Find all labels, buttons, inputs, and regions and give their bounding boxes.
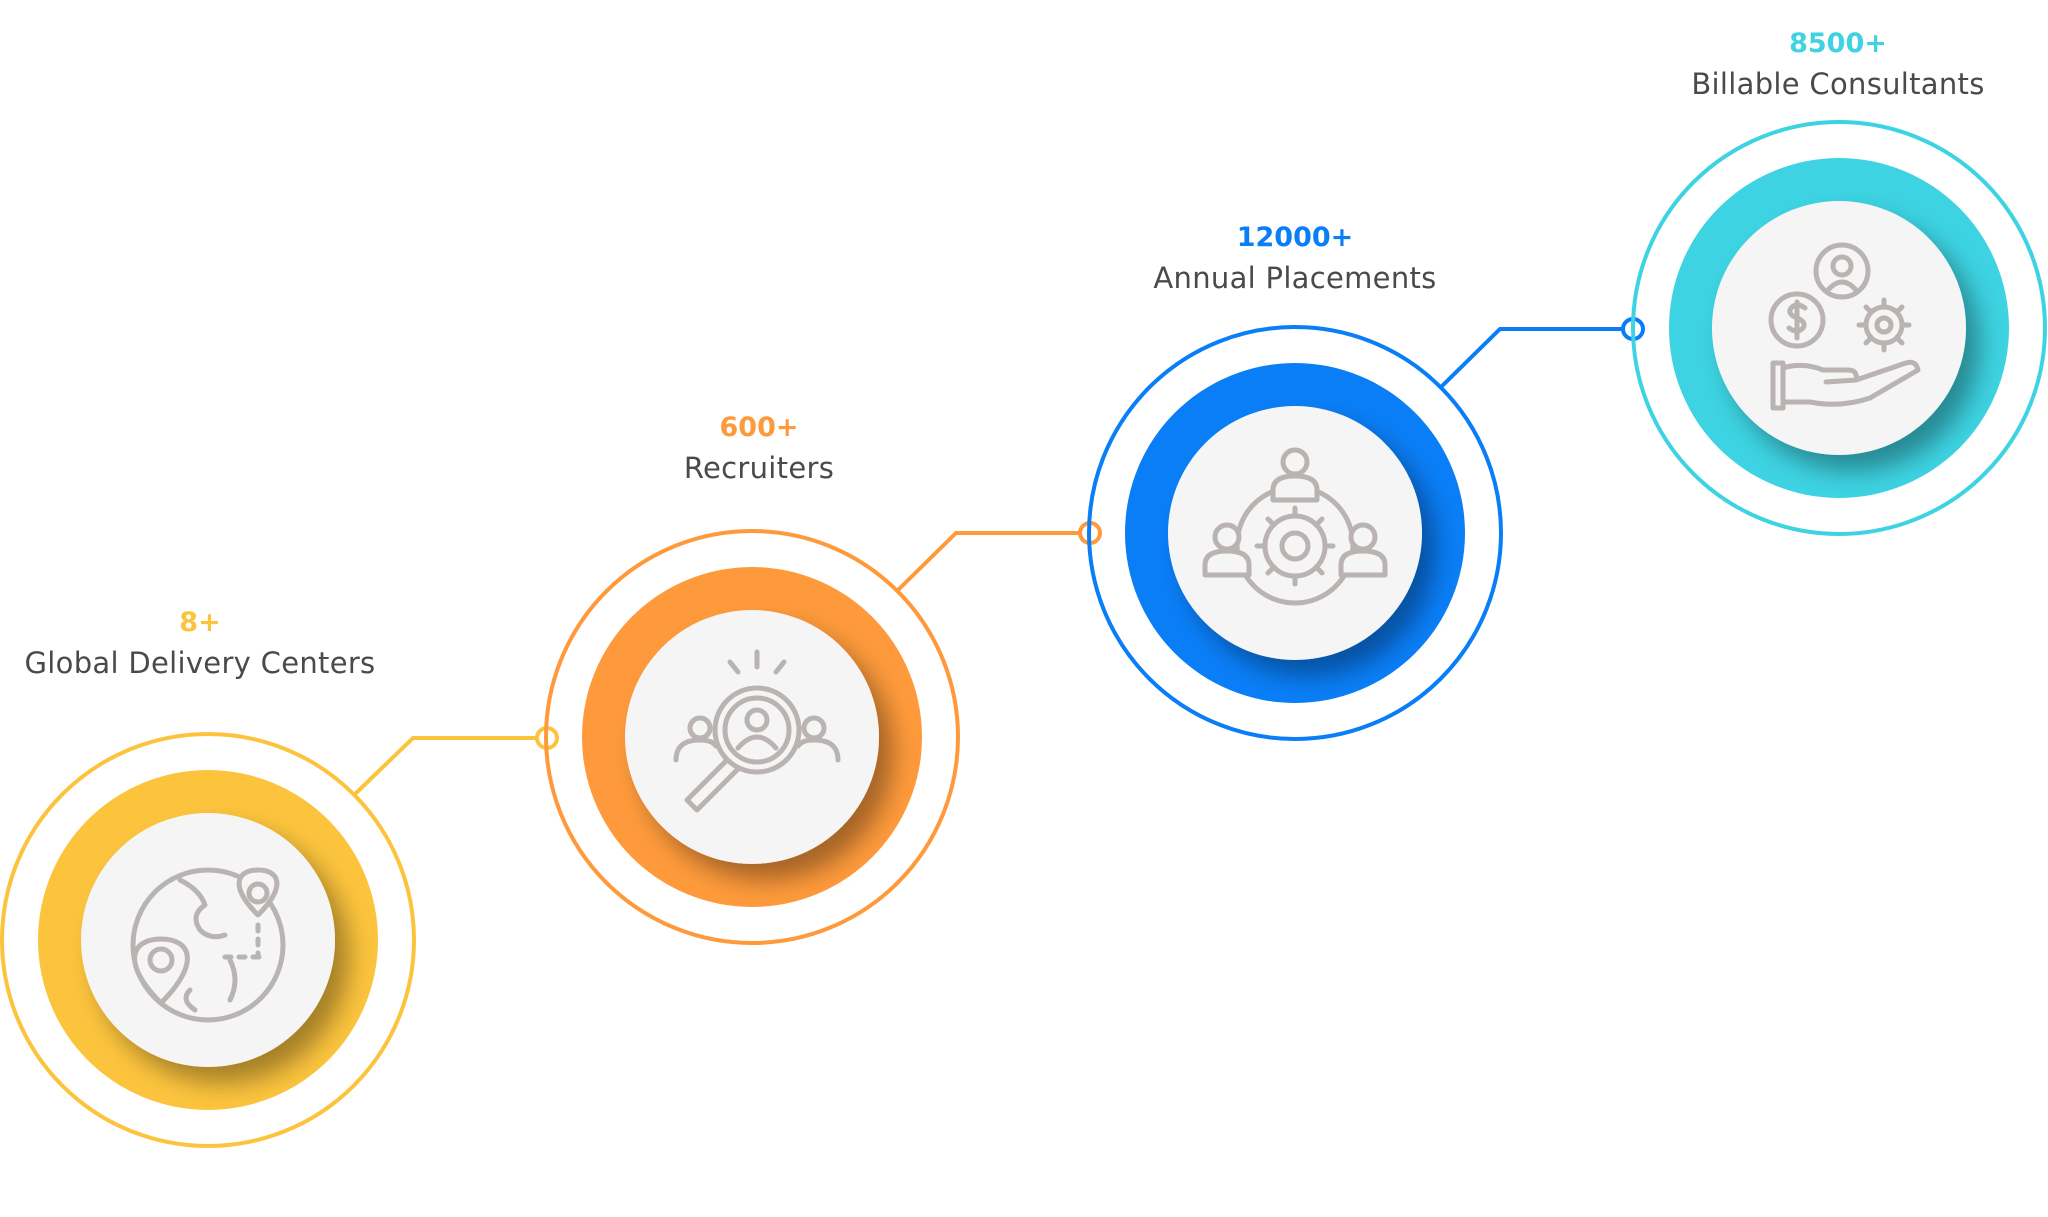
- inner-disc: [1712, 201, 1966, 455]
- outer-ring: [544, 529, 960, 945]
- stat-caption: Billable Consultants: [1691, 67, 1985, 101]
- stat-caption: Global Delivery Centers: [24, 646, 376, 680]
- stat-label-consultants: 8500+ Billable Consultants: [1691, 26, 1984, 106]
- stat-label-placements: 12000+ Annual Placements: [1153, 220, 1436, 300]
- stat-caption: Recruiters: [683, 451, 835, 485]
- stat-value: 8+: [179, 607, 221, 638]
- globe-location-icon: [130, 867, 286, 1023]
- outer-ring: [1631, 120, 2047, 536]
- stat-value: 600+: [719, 412, 799, 443]
- stat-value: 8500+: [1789, 28, 1887, 59]
- stat-node-global-delivery: [0, 732, 416, 1148]
- stat-label-recruiters: 600+ Recruiters: [684, 410, 834, 490]
- outer-ring: [0, 732, 416, 1148]
- team-gear-icon: [1202, 447, 1388, 606]
- inner-disc: [81, 813, 335, 1067]
- hand-money-gear-icon: [1768, 242, 1921, 411]
- stat-node-placements: [1087, 325, 1503, 741]
- stat-caption: Annual Placements: [1153, 261, 1437, 295]
- outer-ring: [1087, 325, 1503, 741]
- stat-value: 12000+: [1236, 222, 1354, 253]
- stat-node-consultants: [1631, 120, 2047, 536]
- connector-2: [894, 521, 1102, 594]
- stat-label-global-delivery: 8+ Global Delivery Centers: [25, 605, 376, 685]
- recruiter-search-icon: [673, 649, 841, 813]
- stat-node-recruiters: [544, 529, 960, 945]
- connector-1: [351, 726, 559, 798]
- connector-3: [1438, 317, 1645, 390]
